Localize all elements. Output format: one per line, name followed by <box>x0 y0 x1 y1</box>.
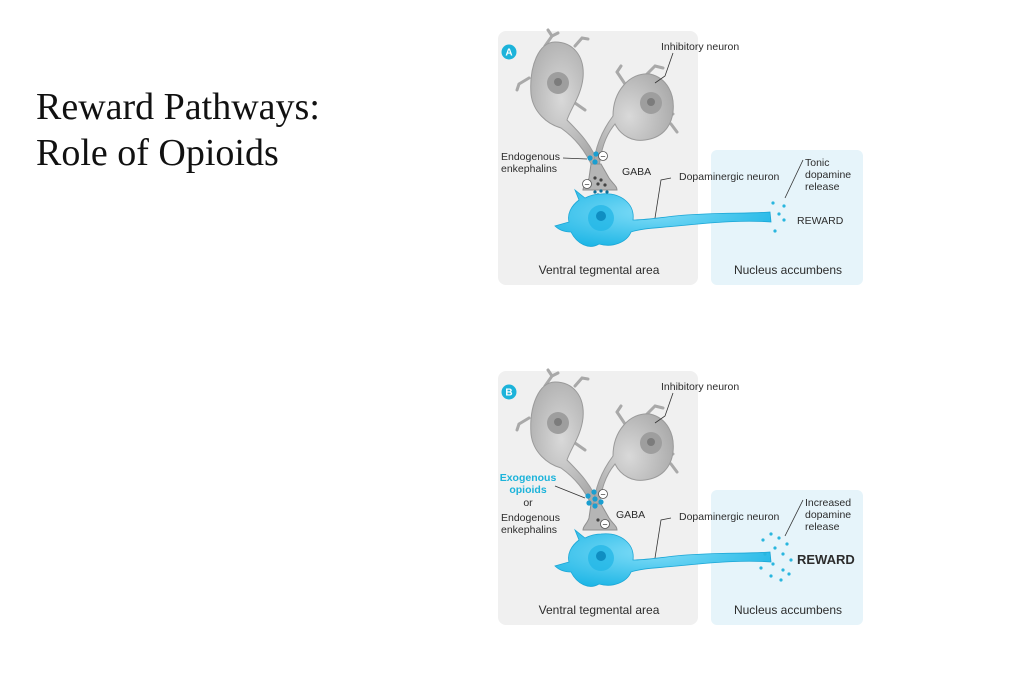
release-label-line2: dopamine <box>805 169 851 181</box>
leader-release <box>784 499 804 537</box>
panel-b-figure: B − − <box>495 368 867 630</box>
gaba-label: GABA <box>616 509 645 521</box>
panel-a-svg: A − − <box>498 28 863 285</box>
inhibition-marker-2: − <box>582 179 592 190</box>
gaba-label: GABA <box>622 166 651 178</box>
enkephalins-label-line1: Endogenous <box>501 151 560 163</box>
reward-label: REWARD <box>797 552 855 567</box>
dopaminergic-neuron-label: Dopaminergic neuron <box>679 171 780 183</box>
panel-a-figure: A − − <box>495 28 867 290</box>
or-label: or <box>523 497 533 509</box>
release-label-line1: Increased <box>805 497 851 509</box>
nucleus-accumbens-region <box>711 490 863 625</box>
title-line-1: Reward Pathways: <box>36 86 320 128</box>
leader-inhibitory <box>654 392 674 424</box>
release-label-line3: release <box>805 181 840 193</box>
leader-dopaminergic <box>654 517 672 559</box>
dopaminergic-neuron-label: Dopaminergic neuron <box>679 511 780 523</box>
release-label-line2: dopamine <box>805 509 851 521</box>
inhibition-marker-1: − <box>598 151 608 162</box>
title-line-2: Role of Opioids <box>36 132 279 174</box>
dopaminergic-neuron <box>554 528 772 587</box>
inhibitory-neuron-1 <box>515 368 600 509</box>
exogenous-opioids-label-line1: Exogenous <box>500 472 557 484</box>
inhibition-marker-1: − <box>598 489 608 500</box>
panel-b-badge-label: B <box>505 388 512 399</box>
vta-label: Ventral tegmental area <box>539 263 660 277</box>
enkephalins-label-line2: enkephalins <box>501 163 557 175</box>
inhibitory-neuron-label: Inhibitory neuron <box>661 381 739 393</box>
enkephalin-molecules <box>587 151 599 165</box>
nucleus-accumbens-label: Nucleus accumbens <box>734 603 842 617</box>
leader-dopaminergic <box>654 177 672 219</box>
inhibition-marker-2: − <box>600 519 610 530</box>
opioid-molecules <box>585 489 604 509</box>
nucleus-accumbens-region <box>711 150 863 285</box>
leader-release <box>784 159 804 199</box>
panel-b-svg: B − − <box>498 368 863 625</box>
release-label-line1: Tonic <box>805 157 830 169</box>
inhibition-symbol-1: − <box>600 152 605 162</box>
panel-b-badge <box>501 384 517 400</box>
inhibition-symbol-2: − <box>602 520 607 530</box>
leader-opioids <box>554 485 586 499</box>
vta-label: Ventral tegmental area <box>539 603 660 617</box>
inhibition-symbol-1: − <box>600 490 605 500</box>
inhibition-symbol-2: − <box>584 180 589 190</box>
release-label-line3: release <box>805 521 840 533</box>
enkephalins-label-line1: Endogenous <box>501 512 560 524</box>
dopamine-release-dots <box>771 201 786 233</box>
panel-a-badge <box>501 44 517 60</box>
leader-inhibitory <box>654 52 674 84</box>
nucleus-accumbens-label: Nucleus accumbens <box>734 263 842 277</box>
increased-dopamine-release-dots <box>759 532 793 582</box>
enkephalins-label-line2: enkephalins <box>501 524 557 536</box>
inhibitory-neuron-1 <box>515 28 600 169</box>
inhibitory-neuron-2 <box>592 404 679 509</box>
panel-a-badge-label: A <box>505 48 512 59</box>
inhibitory-neuron-2 <box>592 64 679 169</box>
dopaminergic-neuron <box>554 188 772 247</box>
exogenous-opioids-label-line2: opioids <box>509 484 546 496</box>
leader-enkephalins <box>562 157 588 160</box>
slide-title: Reward Pathways: Role of Opioids <box>36 84 436 176</box>
reward-label: REWARD <box>797 215 844 227</box>
inhibitory-neuron-label: Inhibitory neuron <box>661 41 739 53</box>
